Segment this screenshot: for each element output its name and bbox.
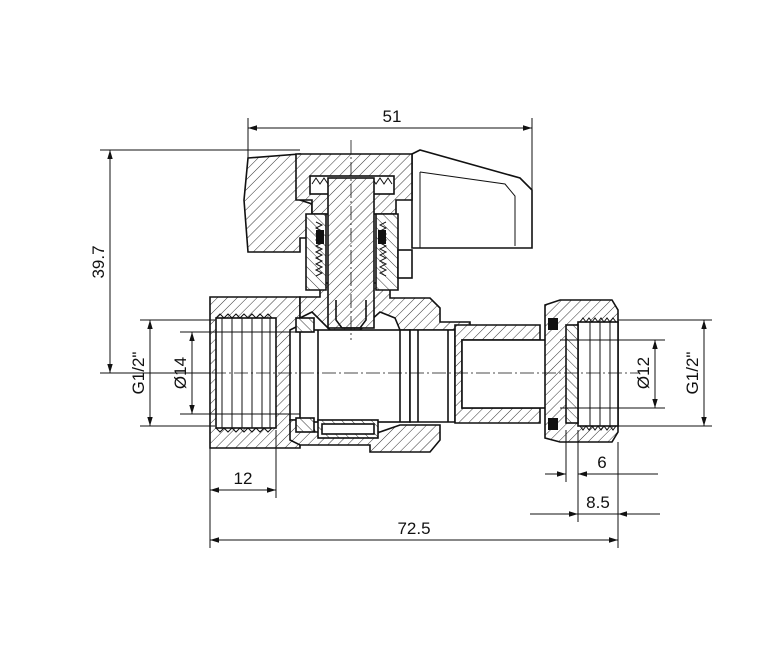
dim-outlet-thread: G1/2" bbox=[683, 352, 702, 395]
dim-handle-width: 51 bbox=[383, 107, 402, 126]
dim-nut-length: 8.5 bbox=[586, 493, 610, 512]
dimension-lines bbox=[100, 118, 712, 548]
valve-body bbox=[209, 282, 619, 453]
dim-total-length: 72.5 bbox=[397, 519, 430, 538]
dim-inlet-thread: G1/2" bbox=[129, 352, 148, 395]
dim-thread-length: 12 bbox=[234, 469, 253, 488]
dim-nut-offset: 6 bbox=[597, 453, 606, 472]
dim-bore-diameter: Ø14 bbox=[171, 357, 190, 389]
dim-outlet-bore: Ø12 bbox=[634, 357, 653, 389]
dim-height: 39.7 bbox=[89, 245, 108, 278]
